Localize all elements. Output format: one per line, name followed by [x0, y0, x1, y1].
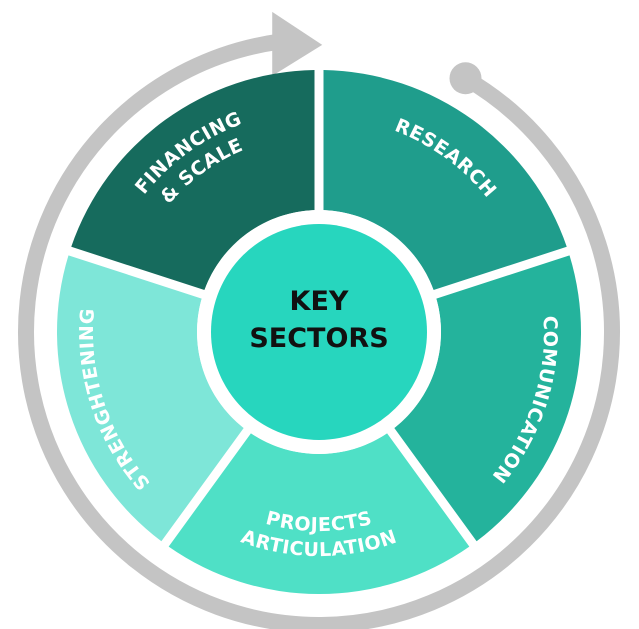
cycle-arrow-tail-dot [449, 62, 482, 95]
center-circle [211, 224, 427, 440]
sector-segment-strenghtening [57, 255, 244, 542]
sector-segment-financing [71, 70, 315, 291]
sector-segment-research [323, 70, 567, 291]
cycle-arrow-track [18, 33, 620, 629]
center-title-line-2: SECTORS [249, 323, 388, 354]
sector-ring [57, 70, 581, 594]
sector-segment-projects [168, 433, 470, 594]
center-title-line-1: KEY [290, 286, 349, 317]
cycle-arrow-icon [18, 11, 620, 629]
sector-segment-comunication [394, 255, 581, 542]
cycle-arrow-head [272, 11, 323, 76]
